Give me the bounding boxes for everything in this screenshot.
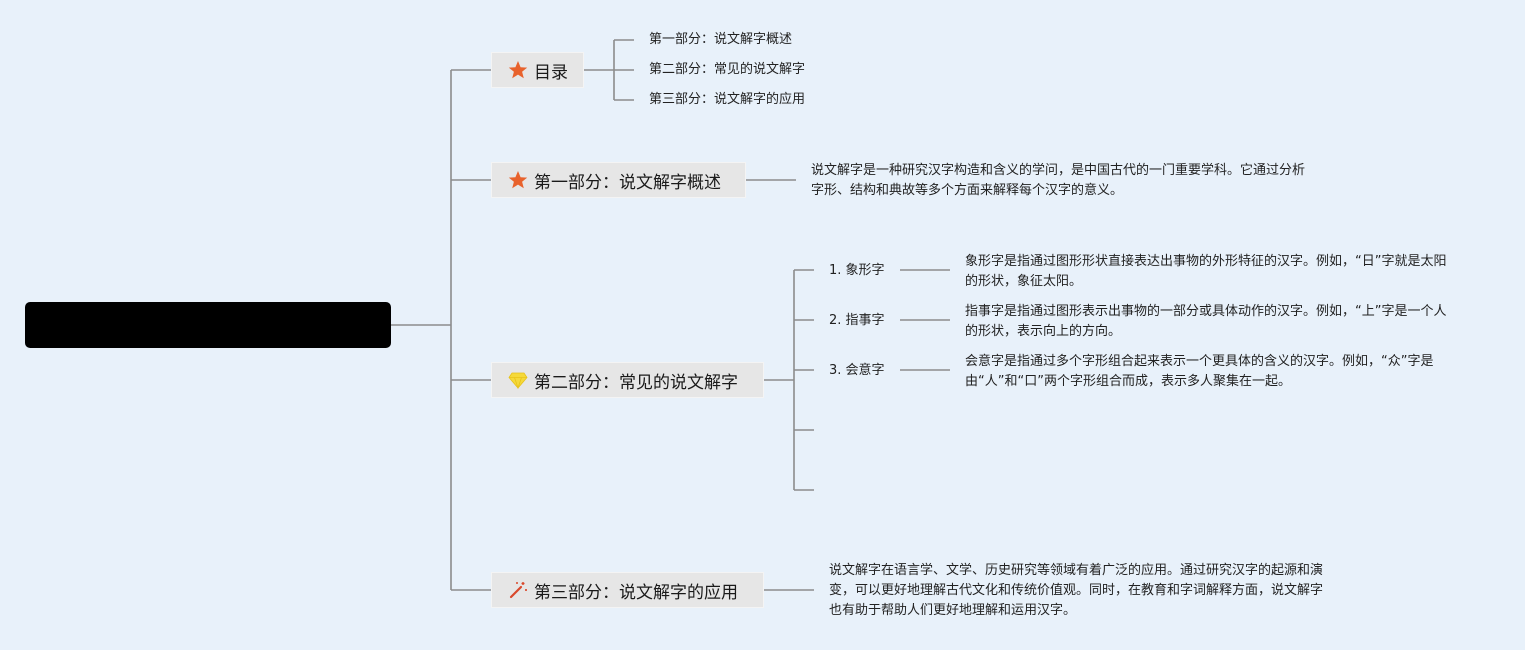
part2-item-indicative[interactable]: 2. 指事字	[829, 313, 885, 328]
part1-description: 说文解字是一种研究汉字构造和含义的学问，是中国古代的一门重要学科。它通过分析字形…	[811, 163, 1306, 198]
star-icon	[508, 61, 528, 79]
part1-node[interactable]: 第一部分：说文解字概述	[491, 162, 746, 198]
part2-node[interactable]: 第二部分：常见的说文解字	[491, 362, 764, 398]
toc-item-part2[interactable]: 第二部分：常见的说文解字	[649, 62, 806, 77]
magic-wand-icon	[509, 582, 527, 599]
part2-item-ideograph-desc: 会意字是指通过多个字形组合起来表示一个更具体的含义的汉字。例如，“众”字是由“人…	[965, 354, 1434, 389]
part2-item-indicative-desc: 指事字是指通过图形表示出事物的一部分或具体动作的汉字。例如，“上”字是一个人的形…	[965, 304, 1447, 339]
toc-node[interactable]: 目录	[491, 52, 584, 88]
part1-label: 第一部分：说文解字概述	[534, 172, 721, 193]
root-node[interactable]	[25, 302, 391, 348]
star-icon	[508, 171, 528, 189]
toc-item-part1[interactable]: 第一部分：说文解字概述	[649, 32, 793, 47]
part2-label: 第二部分：常见的说文解字	[534, 372, 738, 393]
part2-item-pictograph-desc: 象形字是指通过图形形状直接表达出事物的外形特征的汉字。例如，“日”字就是太阳的形…	[965, 254, 1447, 289]
toc-label: 目录	[534, 62, 568, 83]
part2-item-pictograph[interactable]: 1. 象形字	[829, 263, 885, 278]
diamond-icon	[508, 372, 528, 390]
part2-item-ideograph[interactable]: 3. 会意字	[829, 363, 885, 378]
part3-node[interactable]: 第三部分：说文解字的应用	[491, 572, 764, 608]
part3-label: 第三部分：说文解字的应用	[534, 582, 738, 603]
toc-item-part3[interactable]: 第三部分：说文解字的应用	[649, 92, 806, 107]
part3-description: 说文解字在语言学、文学、历史研究等领域有着广泛的应用。通过研究汉字的起源和演变，…	[829, 563, 1324, 618]
